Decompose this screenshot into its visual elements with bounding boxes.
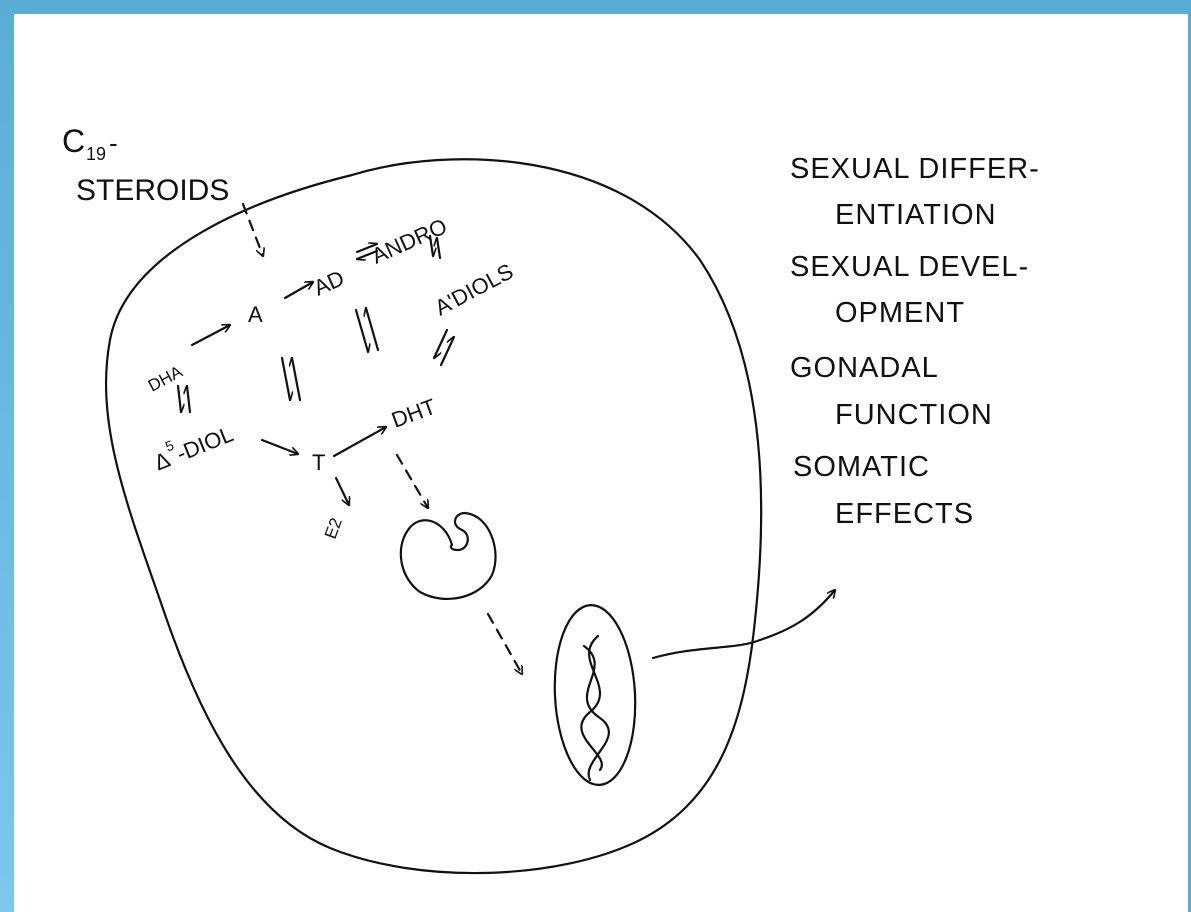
dht-to-ad-arrow — [366, 308, 378, 350]
effect-line: SEXUAL DEVEL- — [790, 251, 1029, 283]
c19-steroids-label: C 19 - STEROIDS — [62, 123, 229, 207]
metabolite-adiols: A'DIOLS — [431, 258, 518, 320]
effect-line: SEXUAL DIFFER- — [790, 153, 1040, 185]
steroid-entry-arrow — [243, 204, 263, 256]
diol-to-dha-arrow — [187, 386, 190, 412]
t-to-dht-arrow — [334, 427, 386, 456]
metabolite-dht: DHT — [388, 394, 439, 433]
effect-line: ENTIATION — [835, 199, 997, 231]
effect-line: EFFECTS — [835, 498, 974, 530]
dha-to-diol-arrow — [178, 386, 181, 412]
effect-output-arrow — [653, 590, 835, 658]
dht-to-receptor-arrow — [397, 455, 428, 508]
c19-dash: - — [109, 128, 118, 158]
effect-line: OPMENT — [835, 297, 965, 329]
receptor-shape — [401, 513, 496, 599]
metabolite-ad: AD — [310, 265, 348, 300]
diol-label: -DIOL — [173, 421, 237, 466]
t-to-a-arrow — [292, 358, 300, 400]
effect-line: FUNCTION — [835, 399, 993, 431]
a-to-ad-arrow — [285, 282, 313, 298]
a-to-t-arrow — [282, 358, 290, 400]
metabolite-a: A — [248, 302, 263, 327]
cell-membrane — [106, 159, 761, 873]
diol-to-t-arrow — [262, 440, 298, 454]
receptor-to-nucleus-arrow — [488, 614, 522, 674]
t-to-e2-arrow — [336, 478, 349, 505]
metabolite-t: T — [312, 450, 325, 475]
c19-label: C — [62, 123, 85, 159]
steroids-label: STEROIDS — [76, 174, 229, 207]
metabolite-e2: E2 — [321, 515, 346, 541]
ad-to-dht-arrow — [356, 310, 368, 352]
effect-line: GONADAL — [790, 352, 939, 384]
effect-line: SOMATIC — [793, 451, 930, 483]
dha-to-a-arrow — [192, 325, 230, 345]
effects-list: SEXUAL DIFFER- ENTIATION SEXUAL DEVEL- O… — [790, 153, 1040, 530]
c19-subscript: 19 — [86, 144, 106, 164]
dna-helix-icon — [581, 636, 609, 780]
metabolite-delta5-diol: Δ 5 -DIOL — [148, 415, 237, 476]
metabolite-dha: DHA — [145, 362, 186, 396]
